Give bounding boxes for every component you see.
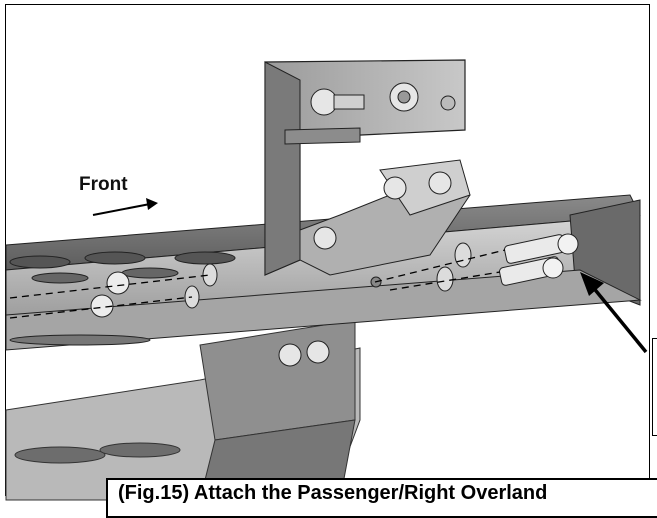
callout-box bbox=[652, 338, 657, 436]
alignment-lines bbox=[9, 249, 506, 319]
callout-arrow-icon bbox=[580, 272, 648, 354]
figure: Front (Fig.15) Attach the Passenger/Righ… bbox=[5, 4, 657, 518]
direction-arrow-icon bbox=[92, 198, 158, 216]
figure-caption: (Fig.15) Attach the Passenger/Right Over… bbox=[106, 478, 657, 518]
lower-step-panel bbox=[5, 319, 361, 501]
assembly-drawing bbox=[5, 59, 648, 501]
front-label: Front bbox=[79, 174, 128, 195]
fasteners bbox=[90, 82, 579, 367]
mounting-bracket bbox=[264, 59, 471, 276]
